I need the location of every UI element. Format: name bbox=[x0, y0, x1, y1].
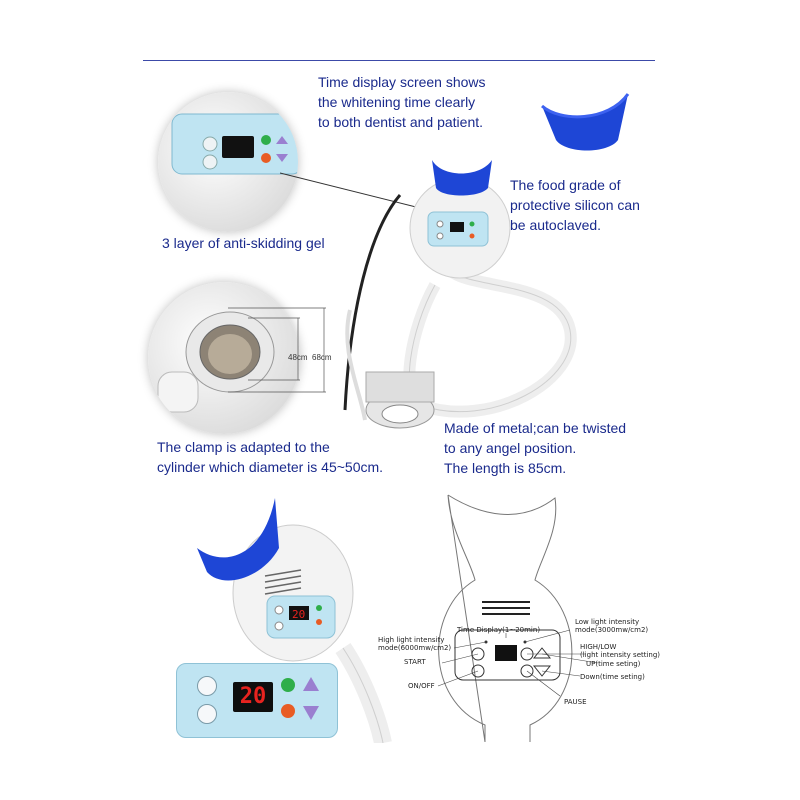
high-low-button[interactable] bbox=[281, 678, 295, 692]
label-time-display: Time Display(1~20min) bbox=[457, 626, 541, 634]
caption-food-grade: The food grade of protective silicon can… bbox=[510, 177, 640, 233]
top-divider bbox=[143, 60, 655, 61]
caption-anti-skid: 3 layer of anti-skidding gel bbox=[162, 235, 325, 251]
control-panel-closeup bbox=[158, 92, 298, 232]
caption-clamp: The clamp is adapted to the cylinder whi… bbox=[157, 439, 384, 475]
silicon-cup-illustration bbox=[541, 93, 630, 151]
caption-time-display: Time display screen shows the whitening … bbox=[318, 74, 486, 130]
label-low-intensity: Low light intensity mode(3000mw/cm2) bbox=[575, 618, 649, 634]
time-display-value: 20 bbox=[239, 684, 267, 709]
clamp-closeup bbox=[148, 282, 300, 434]
pause-button[interactable] bbox=[281, 704, 295, 718]
pointer-line bbox=[280, 172, 441, 214]
on-off-button[interactable] bbox=[197, 704, 217, 724]
clamp-closeup-drawing bbox=[157, 311, 275, 413]
label-high-intensity: High light intensity mode(6000mw/cm2) bbox=[378, 636, 452, 652]
label-start: START bbox=[404, 658, 426, 666]
measure-inner-label: 48cm bbox=[288, 353, 308, 362]
down-arrow-icon[interactable] bbox=[303, 706, 319, 720]
lamp-head-illustration: 20 bbox=[197, 498, 392, 743]
up-arrow-icon[interactable] bbox=[303, 677, 319, 691]
label-on-off: ON/OFF bbox=[408, 682, 435, 690]
svg-text:20: 20 bbox=[292, 608, 305, 621]
label-down: Down(time seting) bbox=[580, 673, 645, 681]
control-panel-large: 20 bbox=[176, 663, 338, 738]
label-high-low: HIGH/LOW (light intensity setting) bbox=[580, 643, 661, 659]
control-panel-closeup-drawing bbox=[171, 113, 298, 175]
lamp-main-illustration bbox=[343, 160, 577, 429]
measure-outer-label: 68cm bbox=[312, 353, 332, 362]
label-pause: PAUSE bbox=[564, 698, 587, 706]
start-button[interactable] bbox=[197, 676, 217, 696]
caption-metal: Made of metal;can be twisted to any ange… bbox=[444, 420, 627, 476]
label-up: UP(time seting) bbox=[586, 660, 641, 668]
time-display-screen: 20 bbox=[233, 682, 273, 712]
clamp-measurement-lines bbox=[228, 307, 326, 393]
button-layout-diagram bbox=[437, 494, 599, 742]
